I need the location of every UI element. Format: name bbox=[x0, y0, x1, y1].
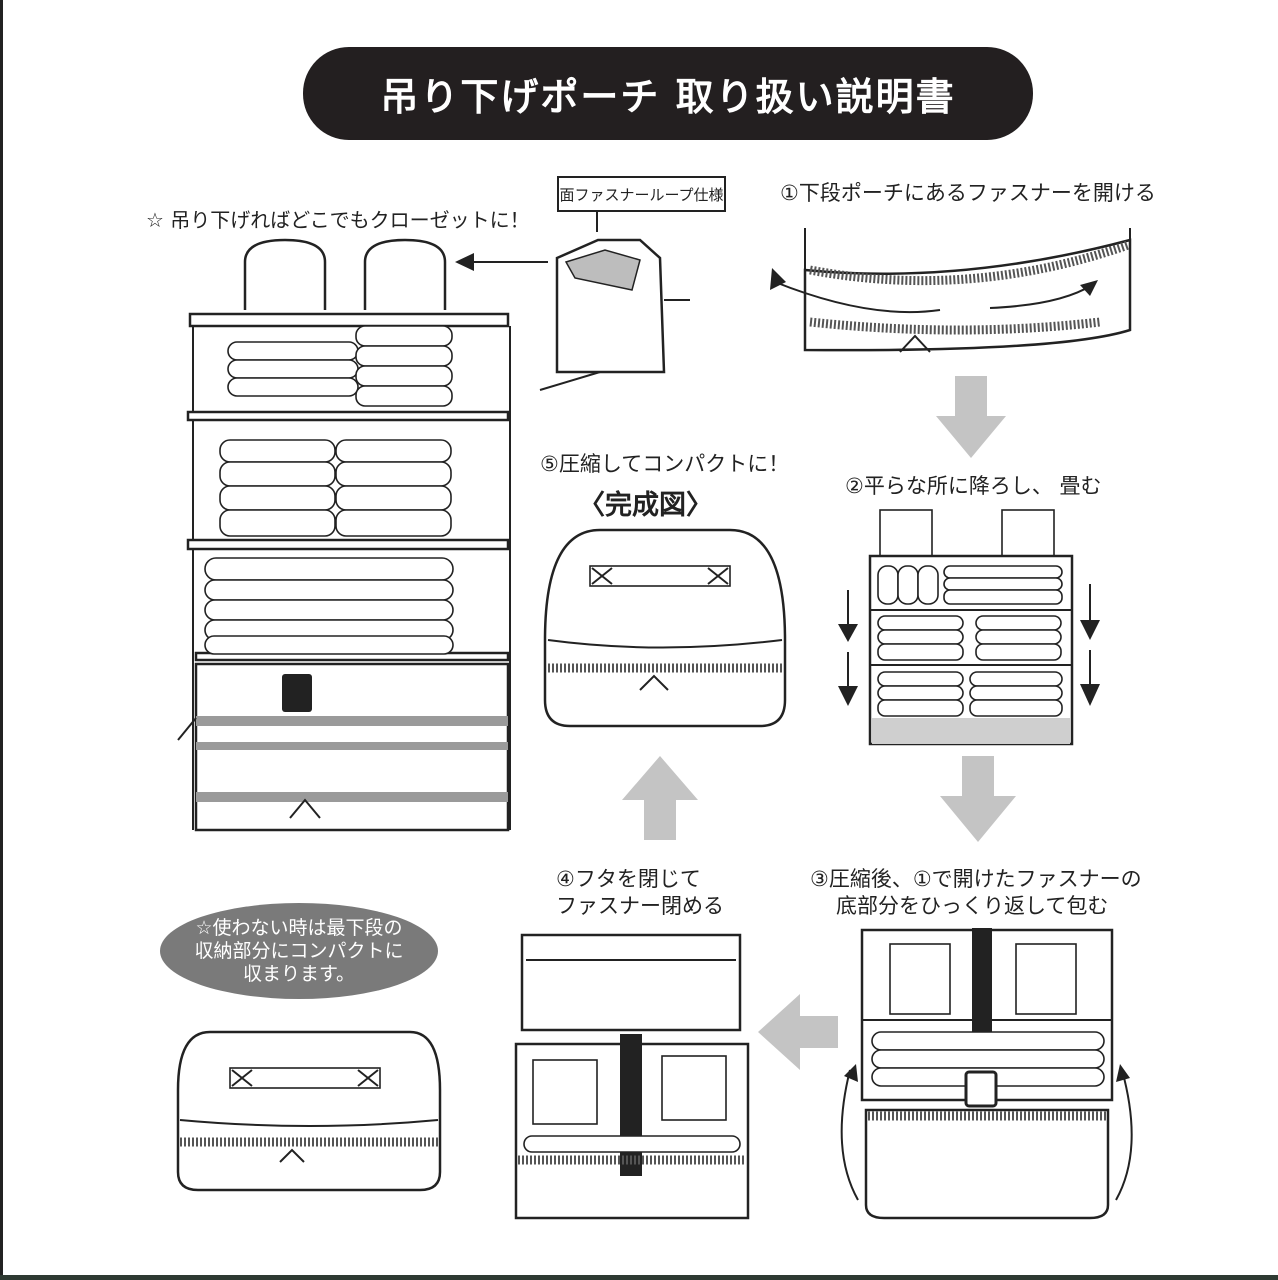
intro-text: ☆ 吊り下げればどこでもクローゼットに！ bbox=[146, 208, 530, 232]
step1-text: ①下段ポーチにあるファスナーを開ける bbox=[780, 181, 1156, 205]
buckle-icon bbox=[282, 674, 312, 712]
loop-detail-illustration bbox=[455, 210, 690, 391]
step3-illustration bbox=[840, 928, 1133, 1220]
hanging-organizer-illustration bbox=[177, 238, 511, 832]
step5-subtitle: 〈完成図〉 bbox=[578, 490, 713, 521]
arrow-left-icon bbox=[455, 253, 474, 271]
flow-arrow-up bbox=[622, 756, 698, 840]
step2-text: ②平らな所に降ろし、 畳む bbox=[845, 474, 1102, 498]
shelf-top-board bbox=[188, 312, 510, 328]
loop-spec-label: 面ファスナーループ仕様 bbox=[557, 176, 726, 212]
step3-text-line2: 底部分をひっくり返して包む bbox=[836, 894, 1109, 918]
frame-left-border bbox=[0, 0, 3, 1280]
step1-illustration bbox=[770, 228, 1132, 353]
compact-storage-illustration bbox=[176, 1030, 442, 1192]
step4-text-line2: ファスナー閉める bbox=[556, 894, 724, 918]
step5-completed-box bbox=[543, 528, 787, 728]
tip-line-1: ☆使わない時は最下段の bbox=[195, 916, 403, 939]
tip-line-2: 収納部分にコンパクトに bbox=[194, 939, 404, 962]
flow-arrow-left bbox=[758, 994, 838, 1070]
step2-illustration bbox=[838, 509, 1100, 746]
title-banner: 吊り下げポーチ 取り扱い説明書 bbox=[303, 47, 1033, 140]
step4-illustration bbox=[514, 933, 750, 1220]
hanging-loop-left bbox=[243, 238, 327, 310]
tip-line-3: 収まります。 bbox=[242, 962, 356, 985]
hanging-loop-right bbox=[363, 238, 447, 310]
buckle-icon bbox=[964, 1070, 998, 1108]
step5-text: ⑤圧縮してコンパクトに！ bbox=[540, 452, 790, 476]
step3-text-line1: ③圧縮後、①で開けたファスナーの bbox=[810, 867, 1142, 891]
flow-arrow-down-1 bbox=[936, 376, 1006, 458]
frame-bottom-border bbox=[0, 1275, 1278, 1280]
flow-arrow-down-2 bbox=[940, 756, 1016, 842]
page-title: 吊り下げポーチ 取り扱い説明書 bbox=[380, 75, 956, 119]
tip-oval: ☆使わない時は最下段の 収納部分にコンパクトに 収まります。 bbox=[160, 903, 438, 999]
step4-text-line1: ④フタを閉じて bbox=[556, 867, 701, 891]
